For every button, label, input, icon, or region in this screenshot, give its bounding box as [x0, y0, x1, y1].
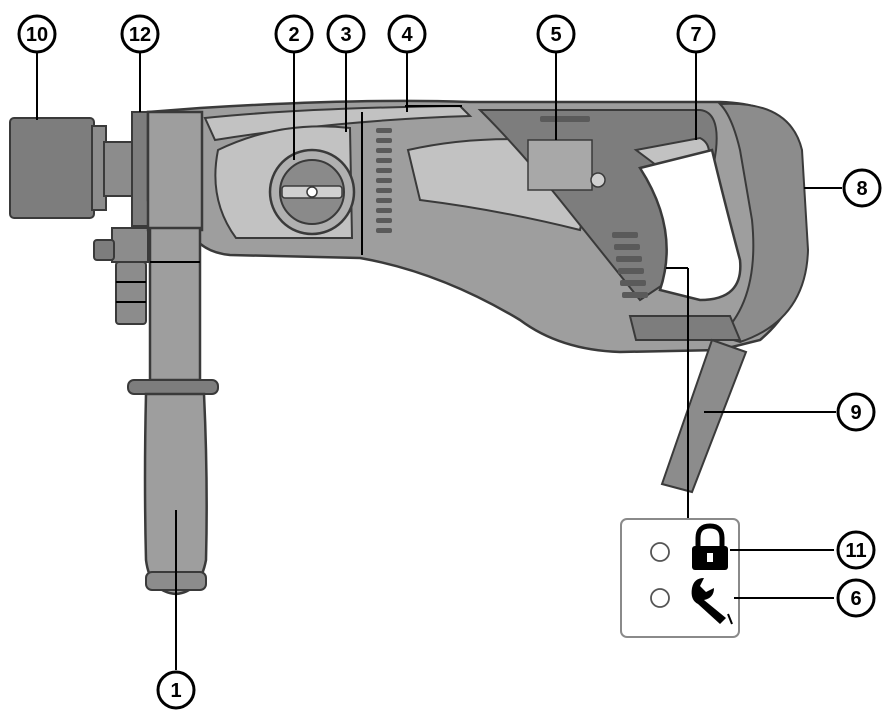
lock-icon: [692, 523, 728, 570]
handle-opening: [638, 148, 742, 302]
callout-1-label: 1: [170, 680, 181, 702]
vent-slots: [376, 128, 392, 233]
indicator-panel: [620, 518, 740, 638]
callout-1: 1: [156, 670, 196, 710]
callout-3-label: 3: [340, 24, 351, 46]
callout-11: 11: [836, 530, 876, 570]
side-handle-guard: [127, 379, 219, 395]
display-window: [527, 139, 593, 191]
side-handle-clamp: [146, 110, 204, 232]
leader-lines: [36, 52, 842, 670]
callout-11-label: 11: [845, 540, 866, 562]
callout-2: 2: [274, 14, 314, 54]
water-valve-knob: [93, 239, 115, 261]
callout-5: 5: [536, 14, 576, 54]
callout-6-label: 6: [850, 588, 861, 610]
water-hose-connector: [115, 261, 147, 325]
callout-9: 9: [836, 392, 876, 432]
callout-12-label: 12: [129, 24, 151, 46]
side-handle-shaft: [148, 226, 202, 382]
service-indicator-led: [650, 588, 670, 608]
chuck-block: [9, 117, 95, 219]
rear-vent-slots: [612, 232, 648, 298]
callout-2-label: 2: [288, 24, 299, 46]
callout-7-label: 7: [690, 24, 701, 46]
callout-10-label: 10: [26, 24, 48, 46]
callout-7: 7: [676, 14, 716, 54]
callout-4: 4: [387, 14, 427, 54]
power-cable: [660, 338, 748, 494]
callout-6: 6: [836, 578, 876, 618]
chuck-neck: [103, 141, 135, 197]
callout-4-label: 4: [401, 24, 413, 46]
drill-illustration: [9, 99, 810, 596]
wrench-icon: [691, 578, 733, 625]
callout-10: 10: [17, 14, 57, 54]
callout-8-label: 8: [856, 178, 867, 200]
callout-3: 3: [326, 14, 366, 54]
callout-8: 8: [842, 168, 882, 208]
callout-9-label: 9: [850, 402, 861, 424]
callout-5-label: 5: [550, 24, 561, 46]
flange-plate: [131, 111, 149, 227]
lock-indicator-led: [650, 542, 670, 562]
water-valve-body: [111, 227, 149, 263]
housing-bottom-plate: [628, 315, 742, 341]
rear-handle: [717, 102, 810, 344]
callout-12: 12: [120, 14, 160, 54]
